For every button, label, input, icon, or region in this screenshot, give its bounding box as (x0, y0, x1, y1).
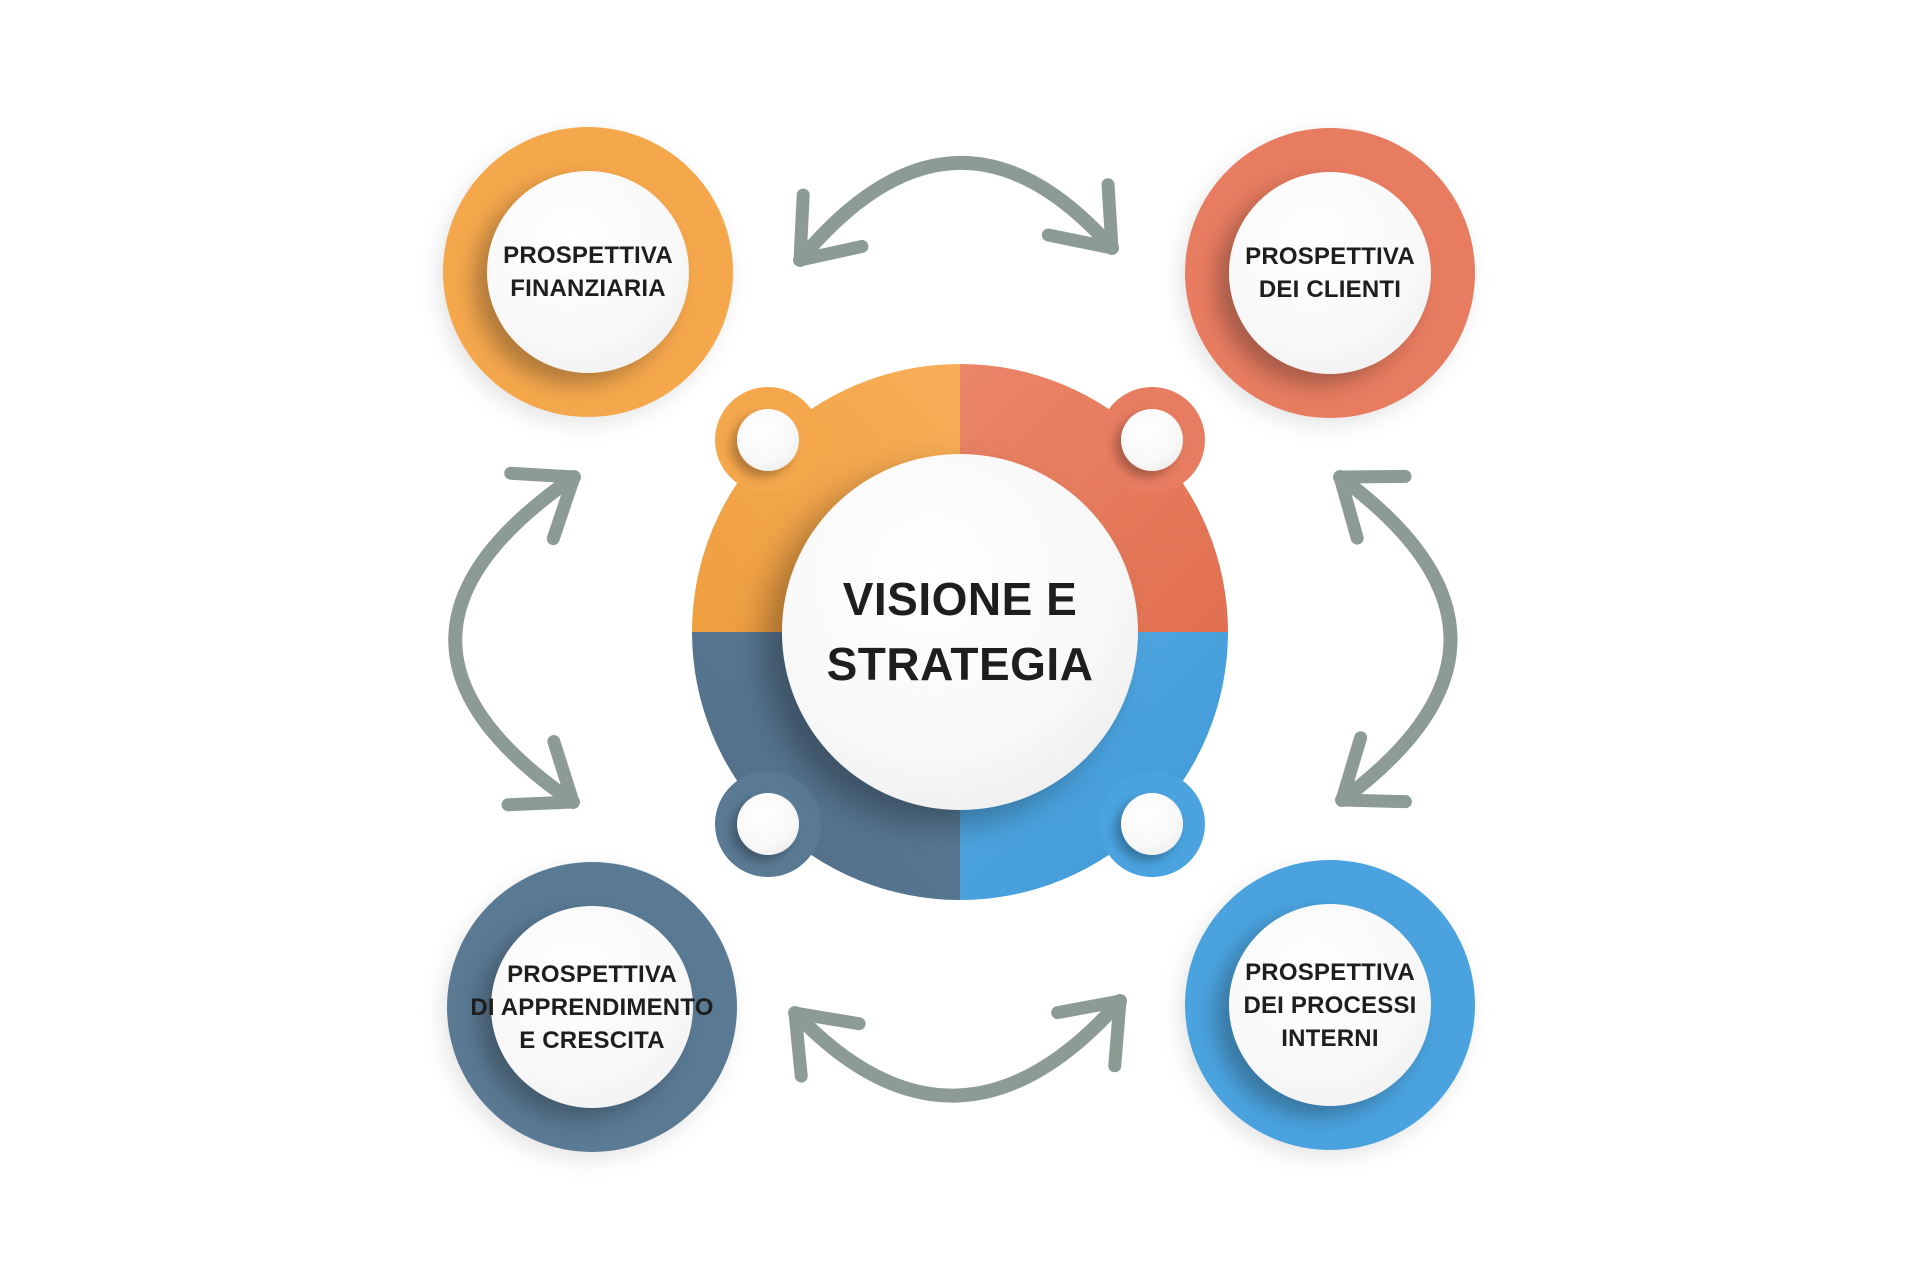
arrow-top-icon (793, 155, 1119, 267)
lug-hole-top-right (1121, 409, 1183, 471)
node-financial-perspective: PROSPETTIVA FINANZIARIA (443, 127, 733, 417)
lug-hole-bottom-right (1121, 793, 1183, 855)
arrow-right-icon (1333, 469, 1458, 809)
learning-growth-inner-circle (491, 906, 693, 1108)
customers-inner-circle (1229, 172, 1431, 374)
internal-processes-label: PROSPETTIVA DEI PROCESSI INTERNI (1243, 958, 1417, 1052)
arrow-bottom-icon (788, 994, 1127, 1103)
lug-hole-bottom-left (737, 793, 799, 855)
financial-inner-circle (487, 171, 689, 373)
node-customers-perspective: PROSPETTIVA DEI CLIENTI (1185, 128, 1475, 418)
center-donut (692, 364, 1228, 900)
lug-hole-top-left (737, 409, 799, 471)
customers-label: PROSPETTIVA DEI CLIENTI (1245, 243, 1415, 303)
node-learning-growth-perspective: PROSPETTIVA DI APPRENDIMENTO E CRESCITA (447, 862, 737, 1152)
center-title: VISIONE E STRATEGIA (826, 573, 1094, 690)
arrow-left-icon (448, 466, 581, 812)
node-internal-processes-perspective: PROSPETTIVA DEI PROCESSI INTERNI (1185, 860, 1475, 1150)
financial-label: PROSPETTIVA FINANZIARIA (503, 242, 673, 302)
internal-processes-inner-circle (1229, 904, 1431, 1106)
center-white-circle (782, 454, 1138, 810)
learning-growth-label: PROSPETTIVA DI APPRENDIMENTO E CRESCITA (470, 960, 714, 1054)
